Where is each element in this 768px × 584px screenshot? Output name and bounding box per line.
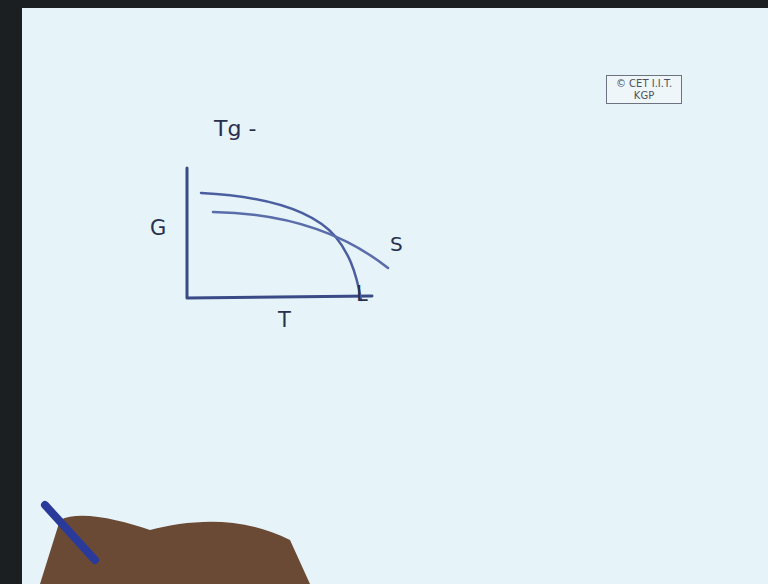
title-note: Tg - bbox=[214, 118, 256, 140]
curve-label: S bbox=[390, 234, 403, 254]
axis-label: T bbox=[278, 310, 291, 331]
axis-label: G bbox=[150, 218, 166, 239]
watermark-text: © CET I.I.T. KGP bbox=[612, 78, 676, 101]
solid-curve bbox=[213, 212, 388, 268]
liquid-curve bbox=[201, 193, 361, 300]
curve-label: L bbox=[356, 284, 368, 305]
watermark-box: © CET I.I.T. KGP bbox=[606, 75, 682, 104]
axes bbox=[187, 168, 372, 298]
pen bbox=[45, 505, 95, 560]
